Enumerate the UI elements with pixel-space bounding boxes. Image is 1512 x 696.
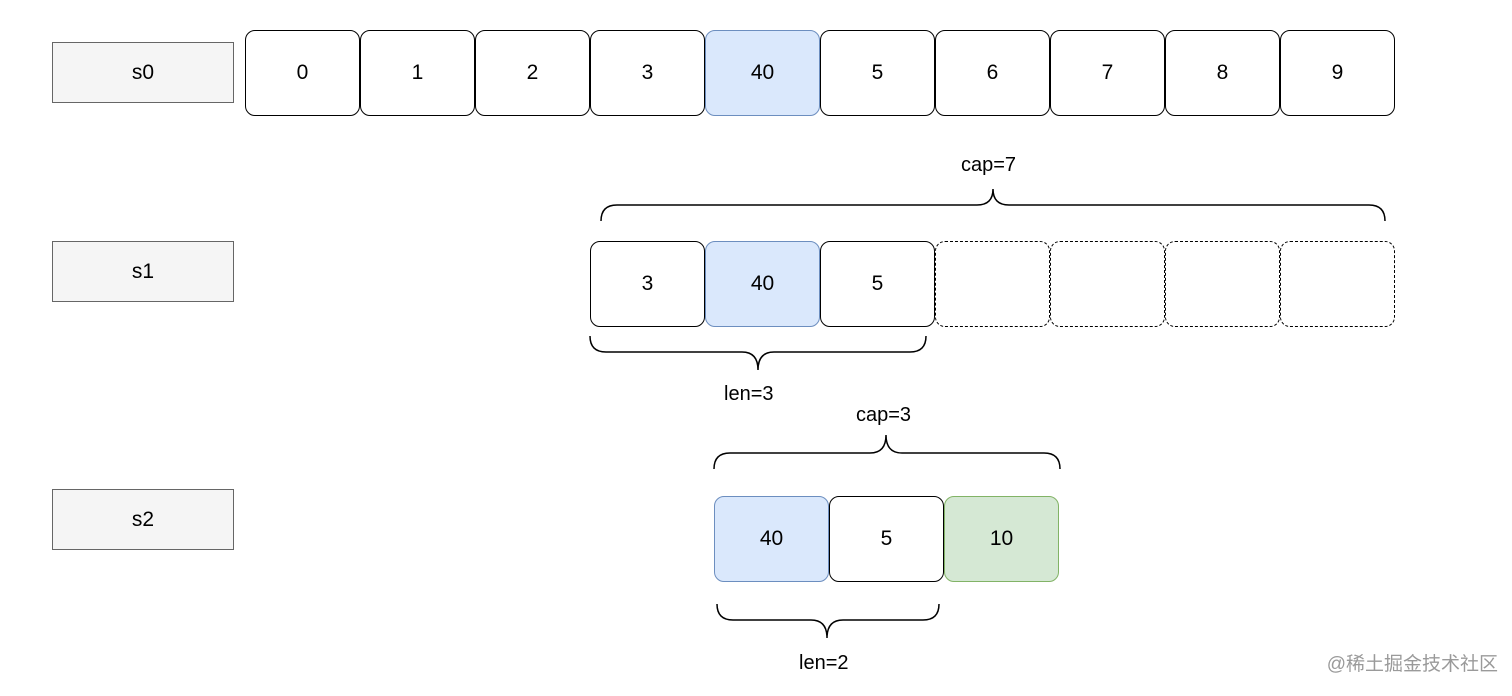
s1-cell-0: 3	[590, 241, 705, 327]
s1-capacity-slot-3	[935, 241, 1050, 327]
s2-cell-0-highlighted: 40	[714, 496, 829, 582]
s1-label: s1	[52, 241, 234, 302]
s1-len-brace	[589, 335, 927, 371]
s0-cell-8: 8	[1165, 30, 1280, 116]
s1-capacity-slot-4	[1050, 241, 1165, 327]
s2-cap-label: cap=3	[856, 404, 912, 426]
s2-len-brace	[716, 603, 940, 639]
s0-cell-2: 2	[475, 30, 590, 116]
s0-cell-1: 1	[360, 30, 475, 116]
s1-cell-1-highlighted: 40	[705, 241, 820, 327]
s1-capacity-slot-6	[1280, 241, 1395, 327]
s2-cell-1: 5	[829, 496, 944, 582]
s1-cell-2: 5	[820, 241, 935, 327]
s0-cell-7: 7	[1050, 30, 1165, 116]
s0-cell-4-highlighted: 40	[705, 30, 820, 116]
s0-cell-5: 5	[820, 30, 935, 116]
s1-cap-brace	[600, 188, 1386, 222]
s0-cell-0: 0	[245, 30, 360, 116]
s1-len-label: len=3	[724, 383, 774, 405]
s0-cell-3: 3	[590, 30, 705, 116]
s1-capacity-slot-5	[1165, 241, 1280, 327]
s1-cap-label: cap=7	[961, 154, 1017, 176]
s2-cap-brace	[713, 434, 1061, 470]
s2-len-label: len=2	[799, 652, 849, 674]
s2-label: s2	[52, 489, 234, 550]
s2-cell-2-appended: 10	[944, 496, 1059, 582]
s2-array: 40 5 10	[714, 496, 1059, 582]
s0-cell-6: 6	[935, 30, 1050, 116]
s1-array: 3 40 5	[590, 241, 1395, 327]
watermark-text: @稀土掘金技术社区	[1326, 654, 1498, 675]
s0-label: s0	[52, 42, 234, 103]
s0-cell-9: 9	[1280, 30, 1395, 116]
s0-array: 0 1 2 3 40 5 6 7 8 9	[245, 30, 1395, 116]
